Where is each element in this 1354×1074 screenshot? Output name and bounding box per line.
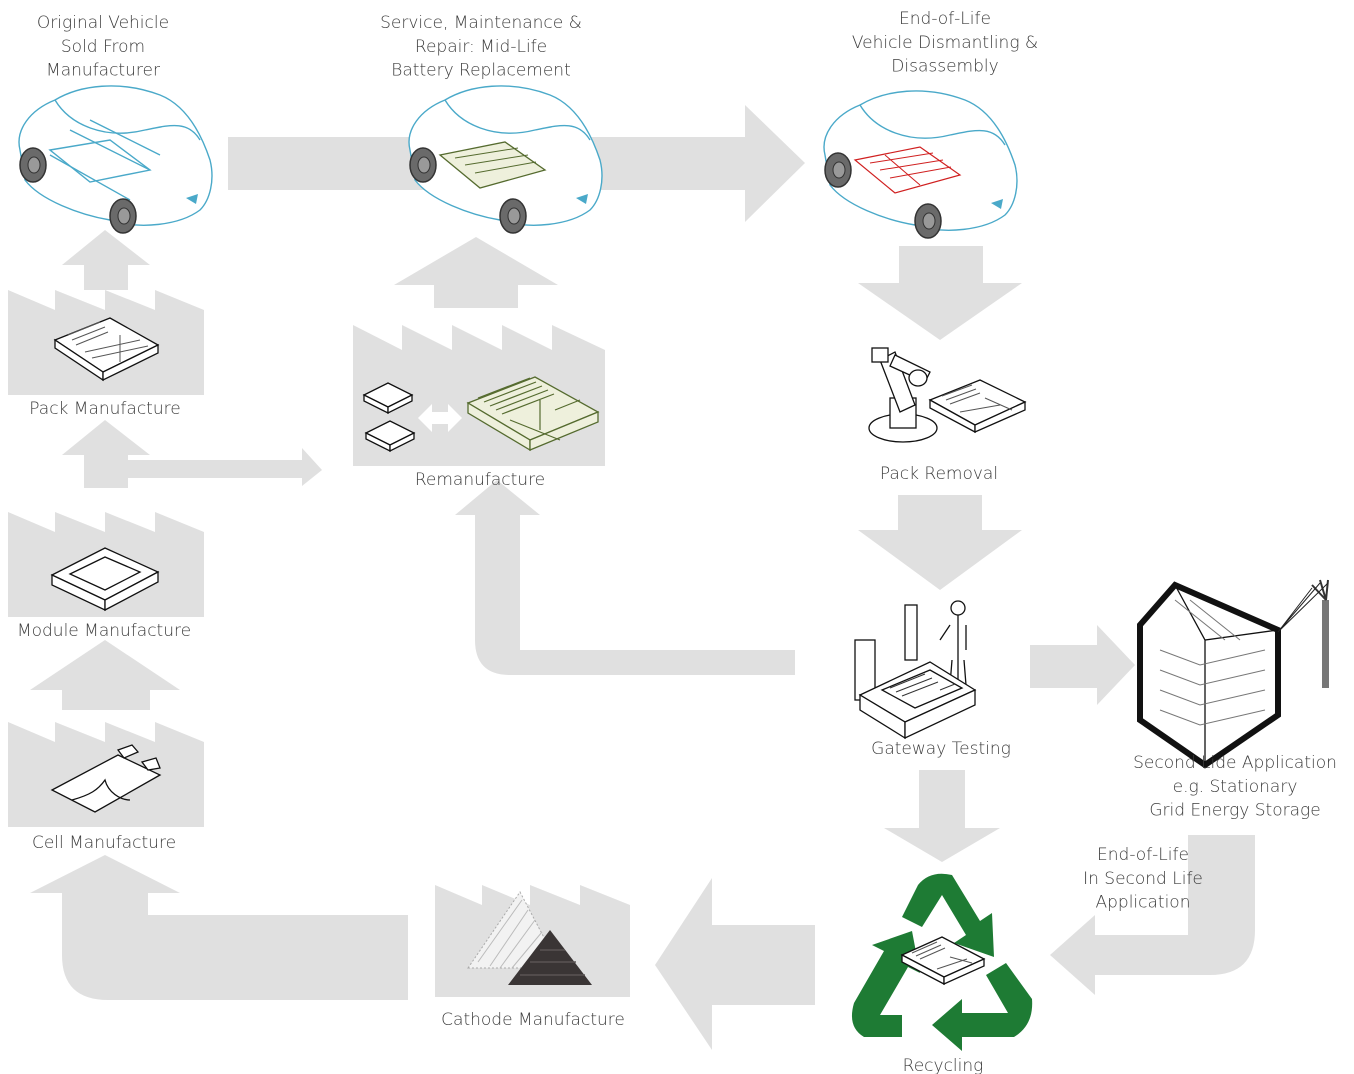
- removed-pack-icon: [928, 379, 1027, 434]
- arrow-cell-to-module: [30, 640, 180, 710]
- remanufacture-icons: [362, 376, 600, 453]
- arrow-to-remanufacture: [128, 448, 322, 486]
- label-line: Module Manufacture: [17, 621, 191, 641]
- label-line: End-of-Life: [1097, 845, 1189, 865]
- label-line: Pack Removal: [880, 464, 998, 484]
- arrow-reman-to-service: [394, 237, 558, 308]
- label-remanufacture: Remanufacture: [415, 470, 545, 490]
- label-line: e.g. Stationary: [1173, 777, 1298, 797]
- arrow-recycling-to-cathode: [655, 878, 815, 1050]
- label-line: Grid Energy Storage: [1149, 801, 1320, 821]
- label-line: Cell Manufacture: [32, 833, 176, 853]
- label-line: End-of-Life: [899, 9, 991, 29]
- recycle-icon: [851, 873, 1033, 1051]
- power-pole-icon: [1277, 579, 1329, 688]
- label-line: Pack Manufacture: [29, 399, 180, 419]
- label-line: Application: [1096, 893, 1191, 913]
- car-end-of-life: [823, 90, 1018, 239]
- label-line: Gateway Testing: [871, 739, 1011, 759]
- battery-module-icon: [50, 547, 160, 612]
- label-line: Second Lide Application: [1133, 753, 1337, 773]
- label-pack-manufacture: Pack Manufacture: [29, 399, 180, 419]
- label-line: Remanufacture: [415, 470, 545, 490]
- cathode-material-icon: [467, 891, 592, 985]
- arrow-gateway-to-reman: [455, 480, 795, 675]
- label-line: Recycling: [903, 1056, 984, 1074]
- car-service: [408, 85, 603, 234]
- label-recycling: Recycling: [903, 1056, 984, 1074]
- arrow-cathode-to-cell: [30, 855, 408, 1000]
- label-line: Service, Maintenance &: [380, 13, 582, 33]
- label-line: Battery Replacement: [391, 61, 571, 81]
- end-of-life-pack: [853, 146, 962, 194]
- arrow-second-life-to-recycling: [1050, 835, 1255, 995]
- label-line: Manufacturer: [46, 61, 160, 81]
- remanufactured-pack-icon: [466, 376, 600, 452]
- label-line: Sold From: [61, 37, 145, 57]
- label-line: Disassembly: [891, 57, 998, 77]
- gateway-testing-icon: [854, 600, 977, 740]
- label-line: Repair: Mid-Life: [415, 37, 547, 57]
- black-powder-pile: [508, 930, 592, 985]
- module-small-icon-2: [364, 420, 416, 453]
- label-gateway-testing: Gateway Testing: [871, 739, 1011, 759]
- arrow-gateway-to-recycling: [884, 770, 1000, 862]
- battery-cell-icon: [50, 744, 162, 813]
- label-module-manufacture: Module Manufacture: [17, 621, 191, 641]
- label-line: Original Vehicle: [37, 13, 169, 33]
- arrow-pack-to-vehicle: [62, 230, 150, 290]
- flow-arrows: [30, 105, 1255, 1050]
- grid-storage-building-icon: [1137, 579, 1329, 769]
- arrow-removal-to-gateway: [858, 495, 1022, 590]
- arrow-eol-to-removal: [858, 246, 1022, 340]
- label-cell-manufacture: Cell Manufacture: [32, 833, 176, 853]
- replacement-pack: [438, 141, 547, 189]
- module-small-icon-1: [362, 382, 414, 415]
- swap-arrow-icon: [418, 404, 462, 432]
- label-cathode-manufacture: Cathode Manufacture: [441, 1010, 625, 1030]
- robot-arm-icon: [868, 347, 938, 443]
- label-line: Vehicle Dismantling &: [852, 33, 1038, 53]
- car-original: [18, 85, 213, 234]
- label-pack-removal: Pack Removal: [880, 464, 998, 484]
- label-line: In Second Life: [1083, 869, 1203, 889]
- arrow-to-second-life: [1030, 625, 1135, 705]
- label-line: Cathode Manufacture: [441, 1010, 625, 1030]
- recycled-pack-icon: [900, 936, 986, 986]
- battery-pack-icon: [53, 317, 160, 382]
